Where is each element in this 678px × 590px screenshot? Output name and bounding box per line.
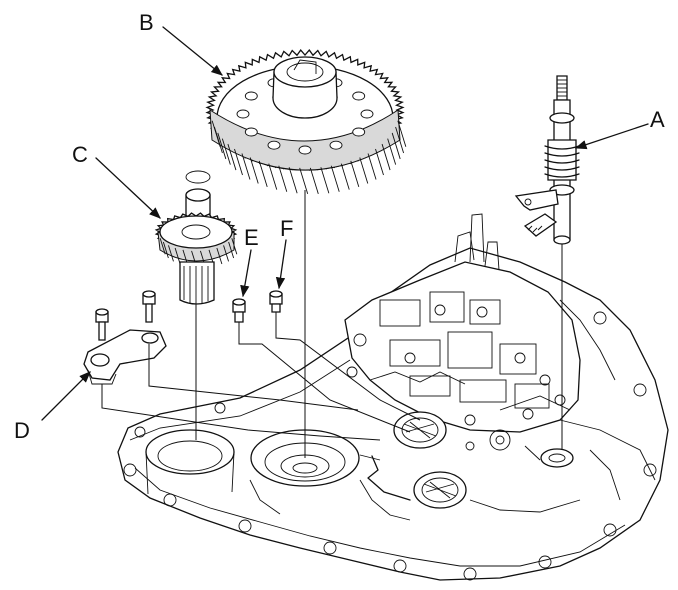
callout-label-a: A: [650, 107, 665, 132]
callout-label-d: D: [14, 418, 30, 443]
part-e-plug-bolt: [232, 298, 246, 323]
bracket-bolt-left: [95, 308, 109, 341]
callout-pointers: [41, 26, 649, 421]
bracket-bolt-right: [142, 290, 156, 323]
callout-label-f: F: [280, 216, 293, 241]
part-a-shift-shaft: [514, 75, 580, 245]
callout-label-b: B: [139, 10, 154, 35]
callout-label-e: E: [244, 225, 259, 250]
callout-label-c: C: [72, 142, 88, 167]
part-b-final-drive-gear: [205, 49, 407, 195]
part-f-plug-bolt: [269, 290, 283, 313]
assembly-leader-lines: [101, 190, 563, 458]
part-c-countershaft-gear: [154, 170, 238, 305]
part-d-bracket: [83, 329, 167, 385]
